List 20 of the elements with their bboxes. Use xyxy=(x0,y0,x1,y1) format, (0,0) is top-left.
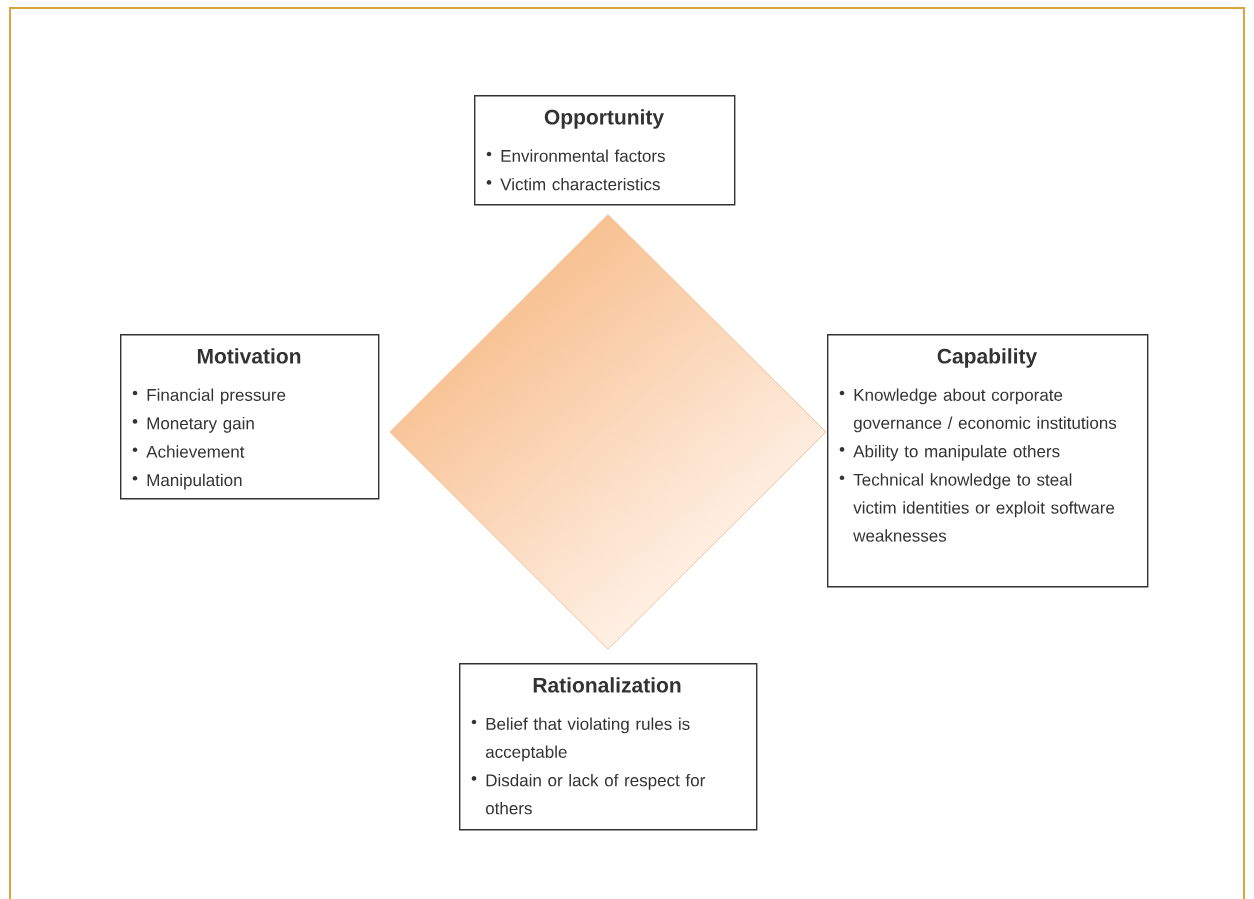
bullet-item: Financial pressure xyxy=(132,388,286,405)
diamond-shape xyxy=(389,214,827,650)
bullet-item: Monetary gain xyxy=(132,416,254,433)
bullet-item: Technical knowledge to steal victim identities or exploit software weaknesses xyxy=(839,473,1115,542)
text-box xyxy=(459,663,758,831)
text-box xyxy=(120,334,380,500)
box-heading: Motivation xyxy=(197,348,301,364)
bullet-item: Manipulation xyxy=(132,473,242,490)
box-heading: Capability xyxy=(937,348,1038,368)
bullet-item: Achievement xyxy=(132,445,245,458)
box-heading: Rationalization xyxy=(533,677,681,693)
bullet-item: Belief that violating rules is acceptable xyxy=(471,717,690,762)
bullet-item: Disdain or lack of respect for others xyxy=(471,773,705,815)
bullet-item: Ability to manipulate others xyxy=(839,444,1060,461)
box-heading: Opportunity xyxy=(544,109,664,129)
bullet-item: Knowledge about corporate governance / economic institutions xyxy=(839,388,1117,433)
text-box xyxy=(474,95,736,206)
bullet-item: Environmental factors xyxy=(486,149,665,162)
bullet-item: Victim characteristics xyxy=(486,177,660,191)
text-box xyxy=(827,334,1149,588)
